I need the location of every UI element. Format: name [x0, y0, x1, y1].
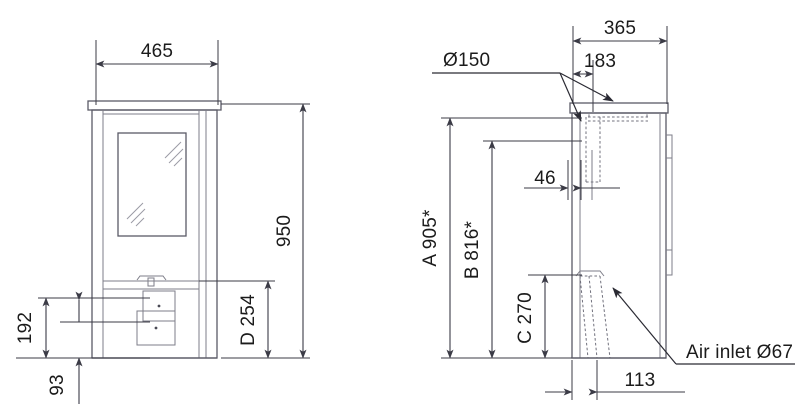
dim-front-height-950: 950	[221, 103, 310, 359]
front-view-geometry	[87, 100, 222, 359]
dim-side-b816: B 816*	[462, 140, 582, 359]
side-view-geometry	[569, 102, 673, 359]
side-air-inlet-hidden	[579, 275, 611, 359]
dim-label-c270: C 270	[515, 292, 536, 344]
dim-front-192: 192	[15, 297, 150, 359]
dim-label-b816: B 816*	[462, 220, 483, 279]
front-air-inlet-lower	[136, 310, 176, 346]
front-air-inlet-upper	[142, 290, 176, 322]
dim-label-150: Ø150	[443, 50, 490, 71]
dim-label-365: 365	[604, 18, 636, 39]
dim-side-depth-113: 113	[545, 360, 685, 400]
dim-label-air-inlet: Air inlet Ø67	[686, 342, 793, 363]
dim-label-192: 192	[15, 312, 36, 344]
dim-label-a905: A 905*	[420, 209, 441, 267]
front-inlet-upper-center	[157, 304, 161, 308]
dim-side-c270: C 270	[515, 274, 582, 359]
glass-reflection-mid	[126, 202, 146, 227]
side-air-inlet-top-curve	[575, 270, 605, 277]
leader-arrow-150-a	[559, 72, 614, 102]
dim-front-width-465: 465	[95, 40, 219, 105]
dim-label-113: 113	[625, 370, 656, 391]
dim-side-offset-46: 46	[524, 160, 620, 200]
front-inlet-lower-center	[154, 326, 158, 330]
side-flue-duct-hidden	[585, 117, 601, 183]
dim-label-46: 46	[534, 168, 556, 189]
dim-front-d254: D 254	[199, 280, 275, 359]
dim-side-a905: A 905*	[420, 117, 582, 359]
dim-label-93: 93	[47, 374, 68, 396]
front-handle-curve	[136, 275, 167, 281]
dim-label-465: 465	[141, 41, 173, 62]
front-glass-window	[117, 132, 187, 237]
dim-label-950: 950	[274, 215, 295, 247]
dim-side-depth-365: 365	[572, 18, 668, 104]
callout-air-inlet: Air inlet Ø67	[612, 287, 795, 365]
dim-front-93: 93	[47, 291, 150, 404]
side-flue-hidden-lines	[588, 113, 648, 122]
callout-flue-outlet: Ø150	[432, 50, 614, 122]
leader-arrow-150-b	[559, 72, 582, 122]
dim-label-d254: D 254	[238, 294, 259, 346]
glass-reflection-top	[164, 141, 184, 167]
dim-label-183: 183	[584, 51, 616, 72]
leader-arrow-air-inlet	[612, 287, 677, 365]
front-handle-knob	[147, 277, 155, 287]
dim-side-depth-183: 183	[572, 51, 616, 112]
